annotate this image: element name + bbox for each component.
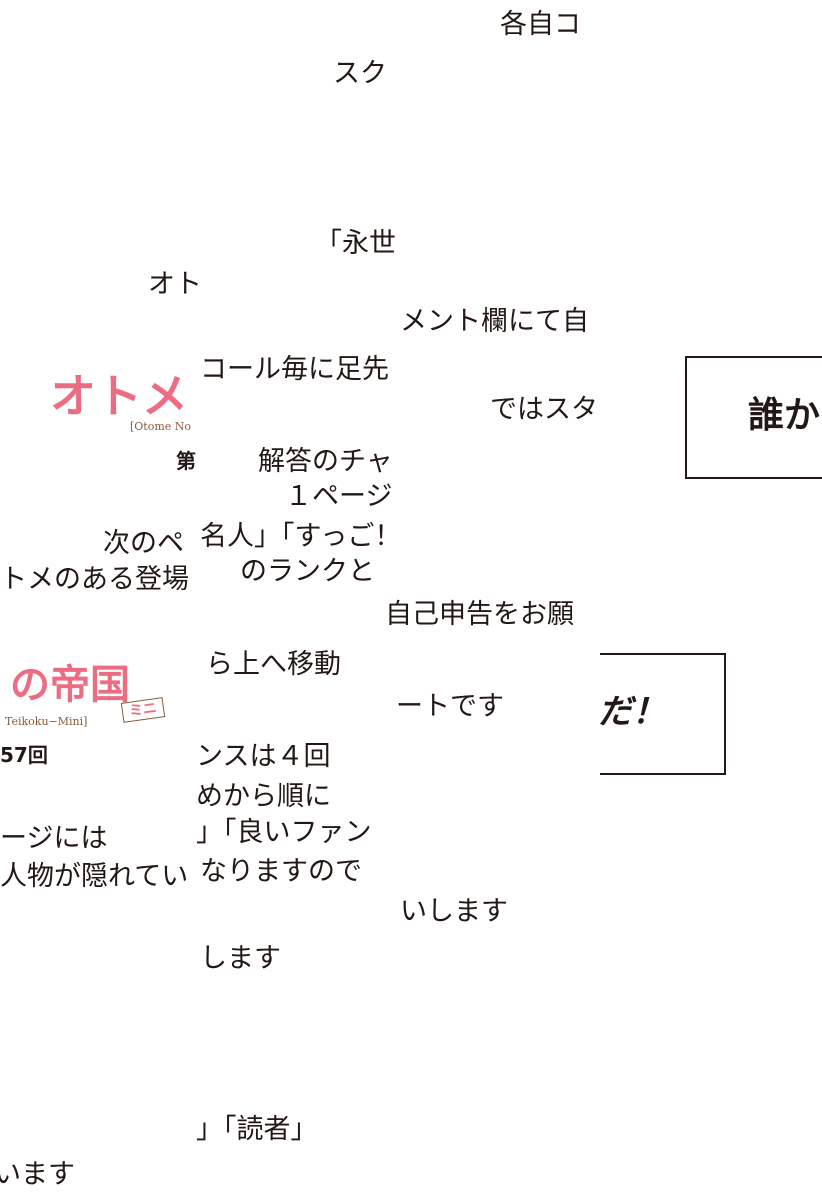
text-fragment: 解答のチャ <box>258 446 393 477</box>
text-fragment: 「永世 <box>315 228 396 259</box>
logo-subtitle: Teikoku−Mini] <box>5 715 88 728</box>
text-fragment: 」「良いファン <box>196 817 372 848</box>
text-fragment: 」「読者」 <box>196 1114 318 1145</box>
text-fragment: なりますので <box>200 856 362 887</box>
text-fragment: ートです <box>396 691 504 722</box>
text-fragment: オト <box>148 269 200 296</box>
text-fragment: いします <box>400 896 508 927</box>
text-fragment: スク <box>333 58 387 89</box>
text-fragment: します <box>200 943 281 974</box>
logo-teikoku: の帝国 <box>10 662 130 708</box>
text-fragment: ージには <box>0 823 108 854</box>
text-fragment: ら上へ移動 <box>206 649 341 680</box>
text-fragment: 第 <box>176 449 196 473</box>
text-fragment: 自己申告をお願 <box>385 599 574 630</box>
text-fragment: います <box>0 1159 75 1190</box>
callout-box <box>600 653 726 775</box>
text-fragment: １ページ <box>285 481 393 512</box>
text-fragment: 各自コ <box>500 9 581 40</box>
callout-text: 誰か <box>748 395 821 436</box>
text-fragment: コール毎に足先 <box>200 354 389 385</box>
logo-subtitle: [Otome No <box>130 420 192 433</box>
logo-mini-badge: ミニ <box>120 697 166 723</box>
logo-otome: オトメ <box>50 369 188 423</box>
text-fragment: 次のペ <box>103 528 184 559</box>
text-fragment: のランクと <box>240 556 375 587</box>
text-fragment: ンスは４回 <box>196 741 331 772</box>
text-fragment: 名人」「すっご！ <box>200 521 400 552</box>
callout-text: だ！ <box>598 692 666 732</box>
text-fragment: ではスタ <box>490 394 598 425</box>
text-fragment: 57回 <box>0 743 48 767</box>
text-fragment: 人物が隠れてい <box>0 861 189 890</box>
text-fragment: メント欄にて自 <box>400 306 589 337</box>
text-fragment: めから順に <box>196 781 331 812</box>
text-fragment: トメのある登場 <box>0 564 189 593</box>
callout-box <box>685 356 822 479</box>
